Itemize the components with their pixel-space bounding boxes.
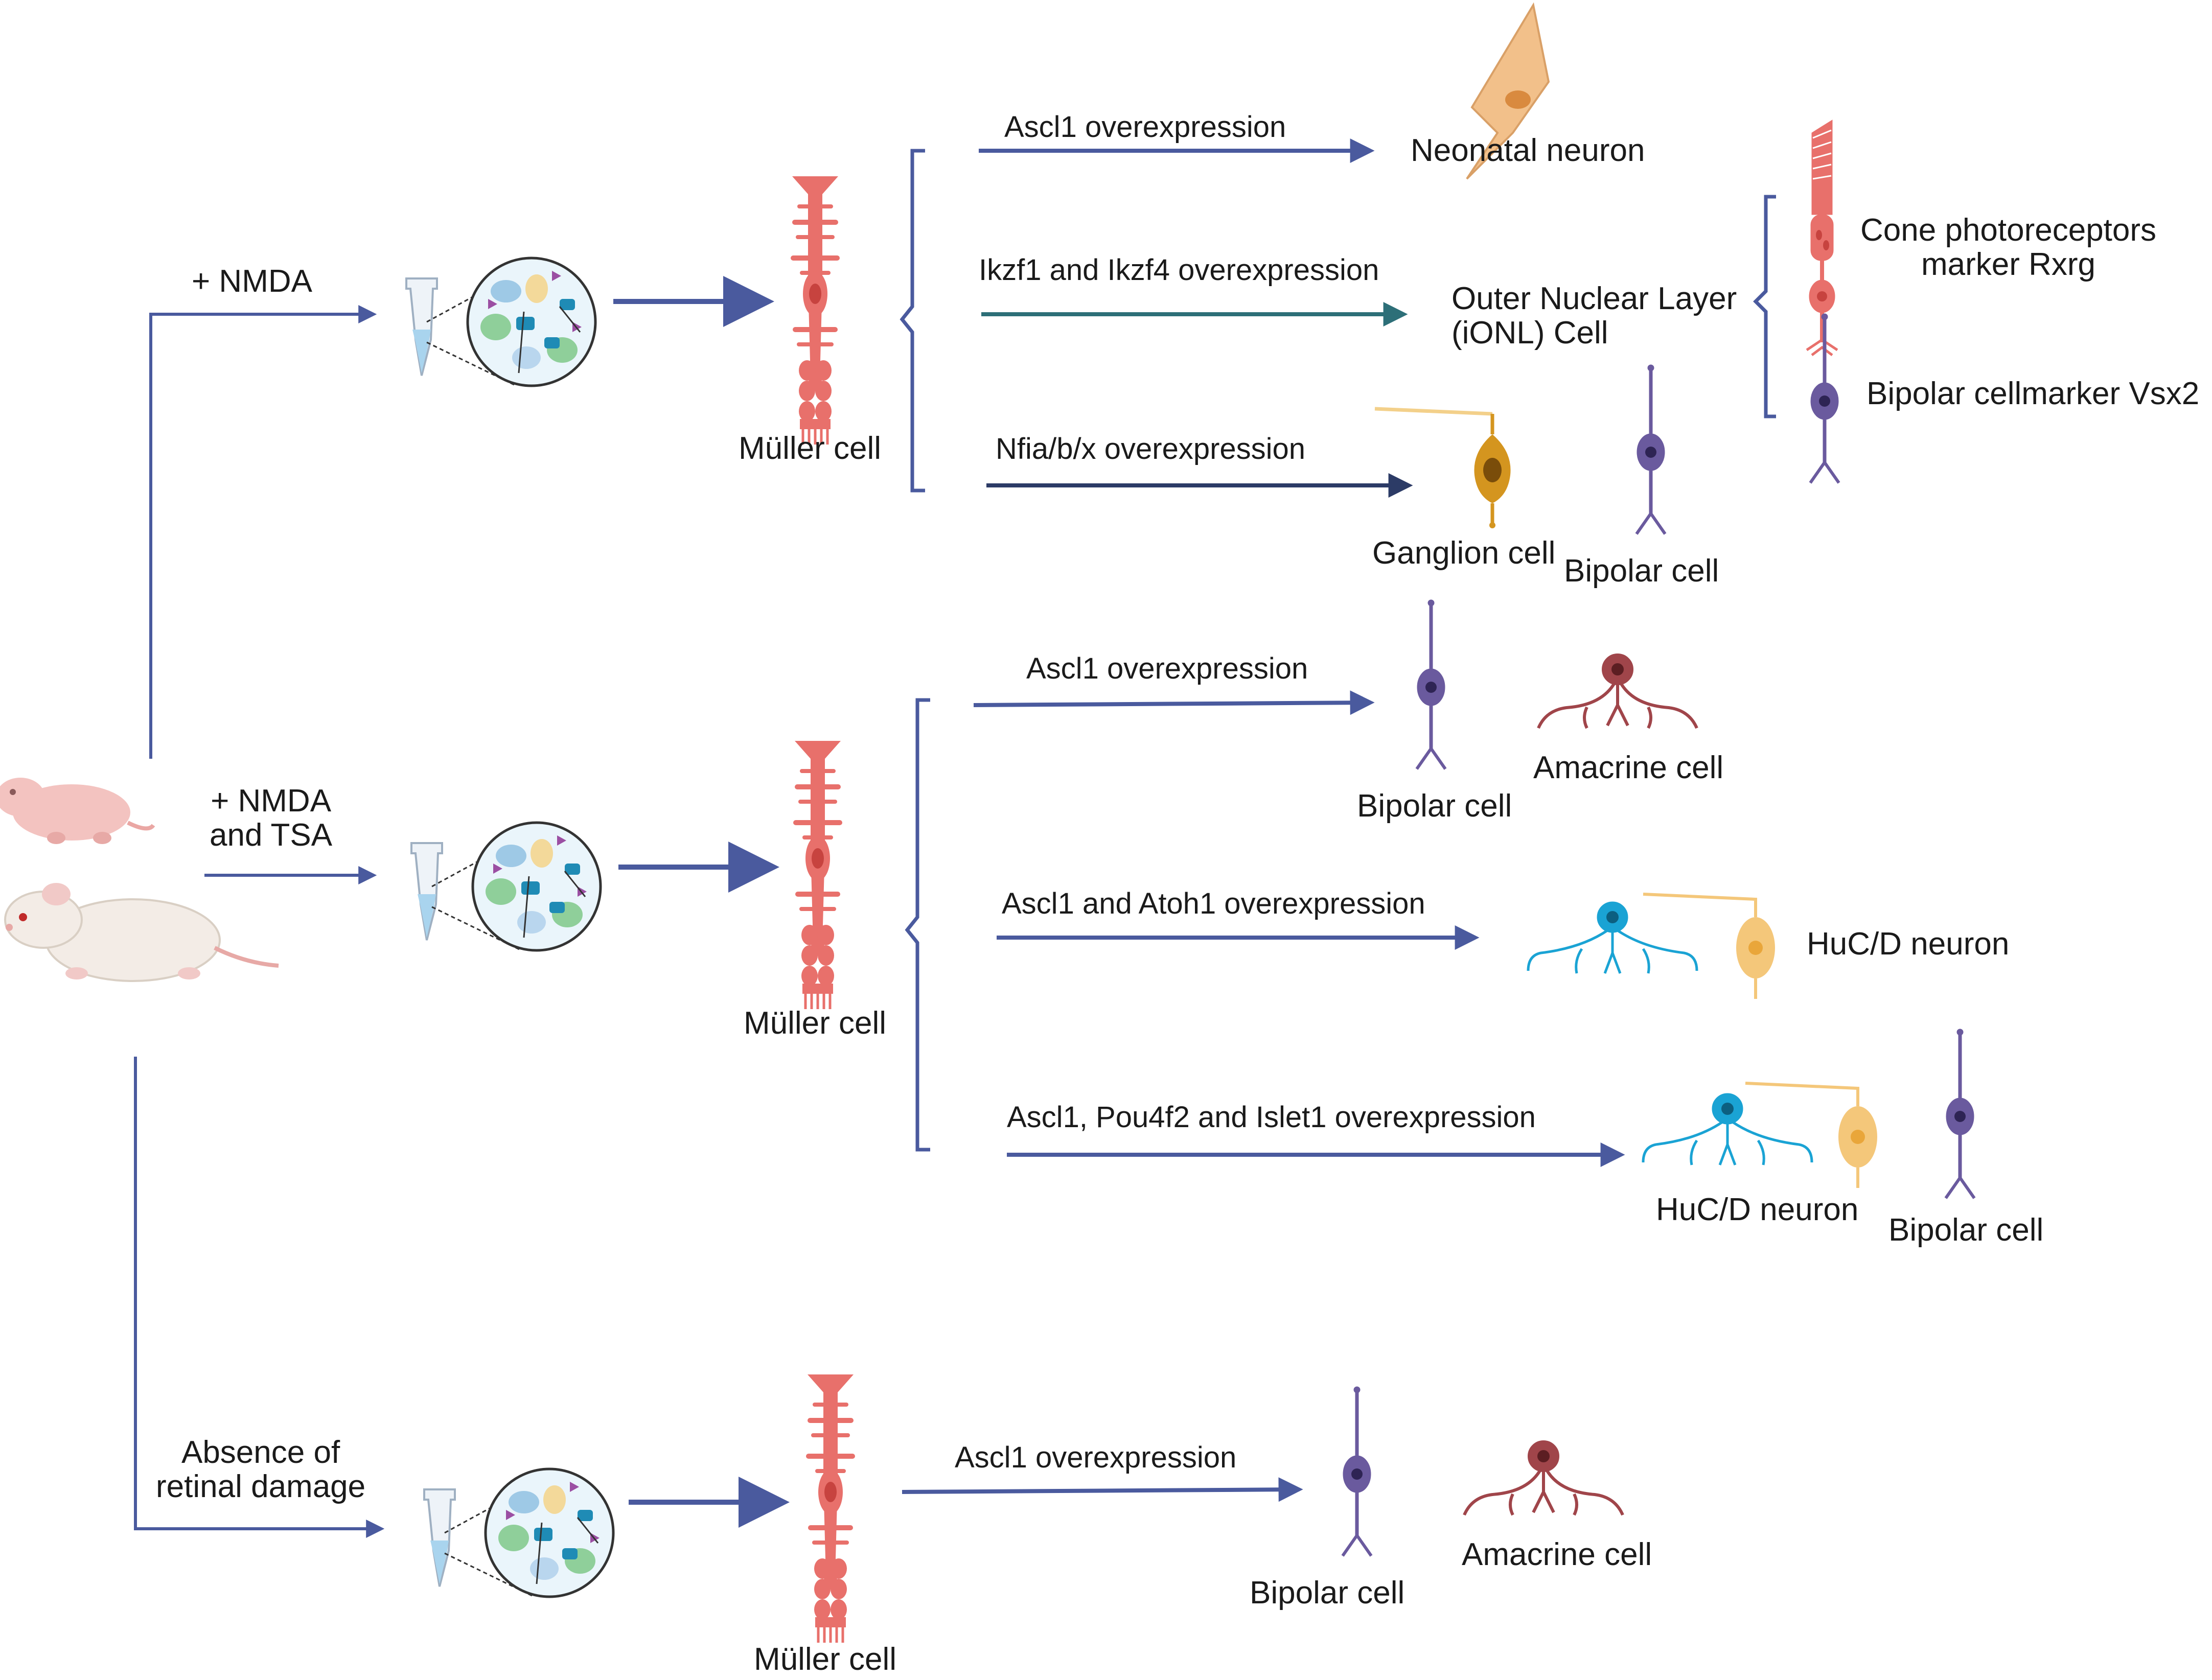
condition-nmda-tsa-line2: and TSA bbox=[210, 817, 333, 853]
label-ascl1-atoh1: Ascl1 and Atoh1 overexpression bbox=[1002, 887, 1425, 920]
muller-cell-icon-1 bbox=[791, 176, 840, 445]
label-onl-line1: Outer Nuclear Layer bbox=[1451, 281, 1737, 316]
trunk-line-nmda bbox=[149, 305, 377, 759]
condition-no-damage-line2: retinal damage bbox=[156, 1468, 366, 1504]
label-bipolar-vsx2: Bipolar cellmarker Vsx2 bbox=[1867, 376, 2200, 411]
condition-nmda: + NMDA bbox=[192, 264, 312, 299]
condition-nmda-tsa-line1: + NMDA bbox=[211, 783, 332, 819]
arrow-ascl1-3 bbox=[902, 1477, 1303, 1502]
label-neonatal: Neonatal neuron bbox=[1411, 133, 1645, 168]
label-bipolar-2: Bipolar cell bbox=[1357, 788, 1512, 824]
label-amacrine-2: Amacrine cell bbox=[1462, 1537, 1652, 1572]
label-ikzf: Ikzf1 and Ikzf4 overexpression bbox=[979, 253, 1379, 287]
label-ascl1-pou: Ascl1, Pou4f2 and Islet1 overexpression bbox=[1007, 1101, 1536, 1134]
muller-label-2: Müller cell bbox=[744, 1006, 887, 1041]
label-onl-line2: (iONL) Cell bbox=[1451, 315, 1608, 351]
label-amacrine-1: Amacrine cell bbox=[1533, 750, 1724, 785]
muller-label-1: Müller cell bbox=[739, 431, 882, 466]
tube-sample-icon-3 bbox=[424, 1469, 613, 1597]
label-bipolar-1: Bipolar cell bbox=[1564, 553, 1719, 589]
label-huc-d-2: HuC/D neuron bbox=[1656, 1192, 1859, 1227]
condition-nmda-tsa: + NMDA and TSA bbox=[210, 784, 332, 853]
huc-d-yellow-icon-2 bbox=[1745, 1083, 1877, 1188]
brace-1 bbox=[900, 149, 925, 493]
bipolar-cell-icon-3 bbox=[1946, 1029, 1974, 1198]
trunk-line-no-damage bbox=[134, 1057, 385, 1538]
amacrine-cell-icon-2 bbox=[1464, 1442, 1623, 1515]
cone-photoreceptor-icon bbox=[1807, 120, 1837, 355]
label-bipolar-3: Bipolar cell bbox=[1888, 1212, 2044, 1248]
muller-cell-icon-3 bbox=[806, 1374, 855, 1643]
condition-no-damage: Absence of retinal damage bbox=[156, 1435, 366, 1504]
label-bipolar-4: Bipolar cell bbox=[1250, 1575, 1405, 1611]
arrow-ascl1-2 bbox=[973, 690, 1375, 715]
brace-2 bbox=[905, 698, 930, 1152]
label-cone-line1: Cone photoreceptors bbox=[1860, 213, 2157, 248]
label-huc-d-1: HuC/D neuron bbox=[1807, 926, 2010, 962]
huc-d-yellow-icon-1 bbox=[1643, 894, 1775, 999]
label-onl: Outer Nuclear Layer (iONL) Cell bbox=[1451, 282, 1737, 351]
label-nfia: Nfia/b/x overexpression bbox=[996, 432, 1306, 465]
muller-label-3: Müller cell bbox=[754, 1642, 897, 1677]
amacrine-cell-icon-1 bbox=[1538, 655, 1697, 728]
huc-d-blue-icon-2 bbox=[1643, 1094, 1812, 1165]
bipolar-cell-icon-4 bbox=[1343, 1387, 1371, 1556]
label-ascl1-1: Ascl1 overexpression bbox=[1004, 110, 1286, 144]
ganglion-cell-icon bbox=[1375, 409, 1511, 528]
label-cone: Cone photoreceptors marker Rxrg bbox=[1860, 213, 2157, 282]
label-ascl1-3: Ascl1 overexpression bbox=[955, 1441, 1237, 1474]
bipolar-cell-icon-2 bbox=[1417, 600, 1445, 769]
huc-d-blue-icon-1 bbox=[1528, 903, 1697, 973]
mouse-pup-icon bbox=[0, 778, 155, 844]
tube-sample-icon-2 bbox=[411, 823, 601, 950]
adult-mouse-icon bbox=[4, 883, 279, 982]
condition-no-damage-line1: Absence of bbox=[181, 1435, 340, 1470]
tube-sample-icon-1 bbox=[406, 258, 595, 386]
bipolar-cell-icon-vsx2 bbox=[1810, 314, 1839, 483]
bipolar-cell-icon-1 bbox=[1637, 365, 1665, 534]
label-ascl1-2: Ascl1 overexpression bbox=[1026, 652, 1308, 685]
label-cone-line2: marker Rxrg bbox=[1921, 246, 2096, 282]
muller-cell-icon-2 bbox=[793, 741, 842, 1009]
brace-onl bbox=[1753, 195, 1776, 418]
label-ganglion: Ganglion cell bbox=[1372, 535, 1556, 571]
